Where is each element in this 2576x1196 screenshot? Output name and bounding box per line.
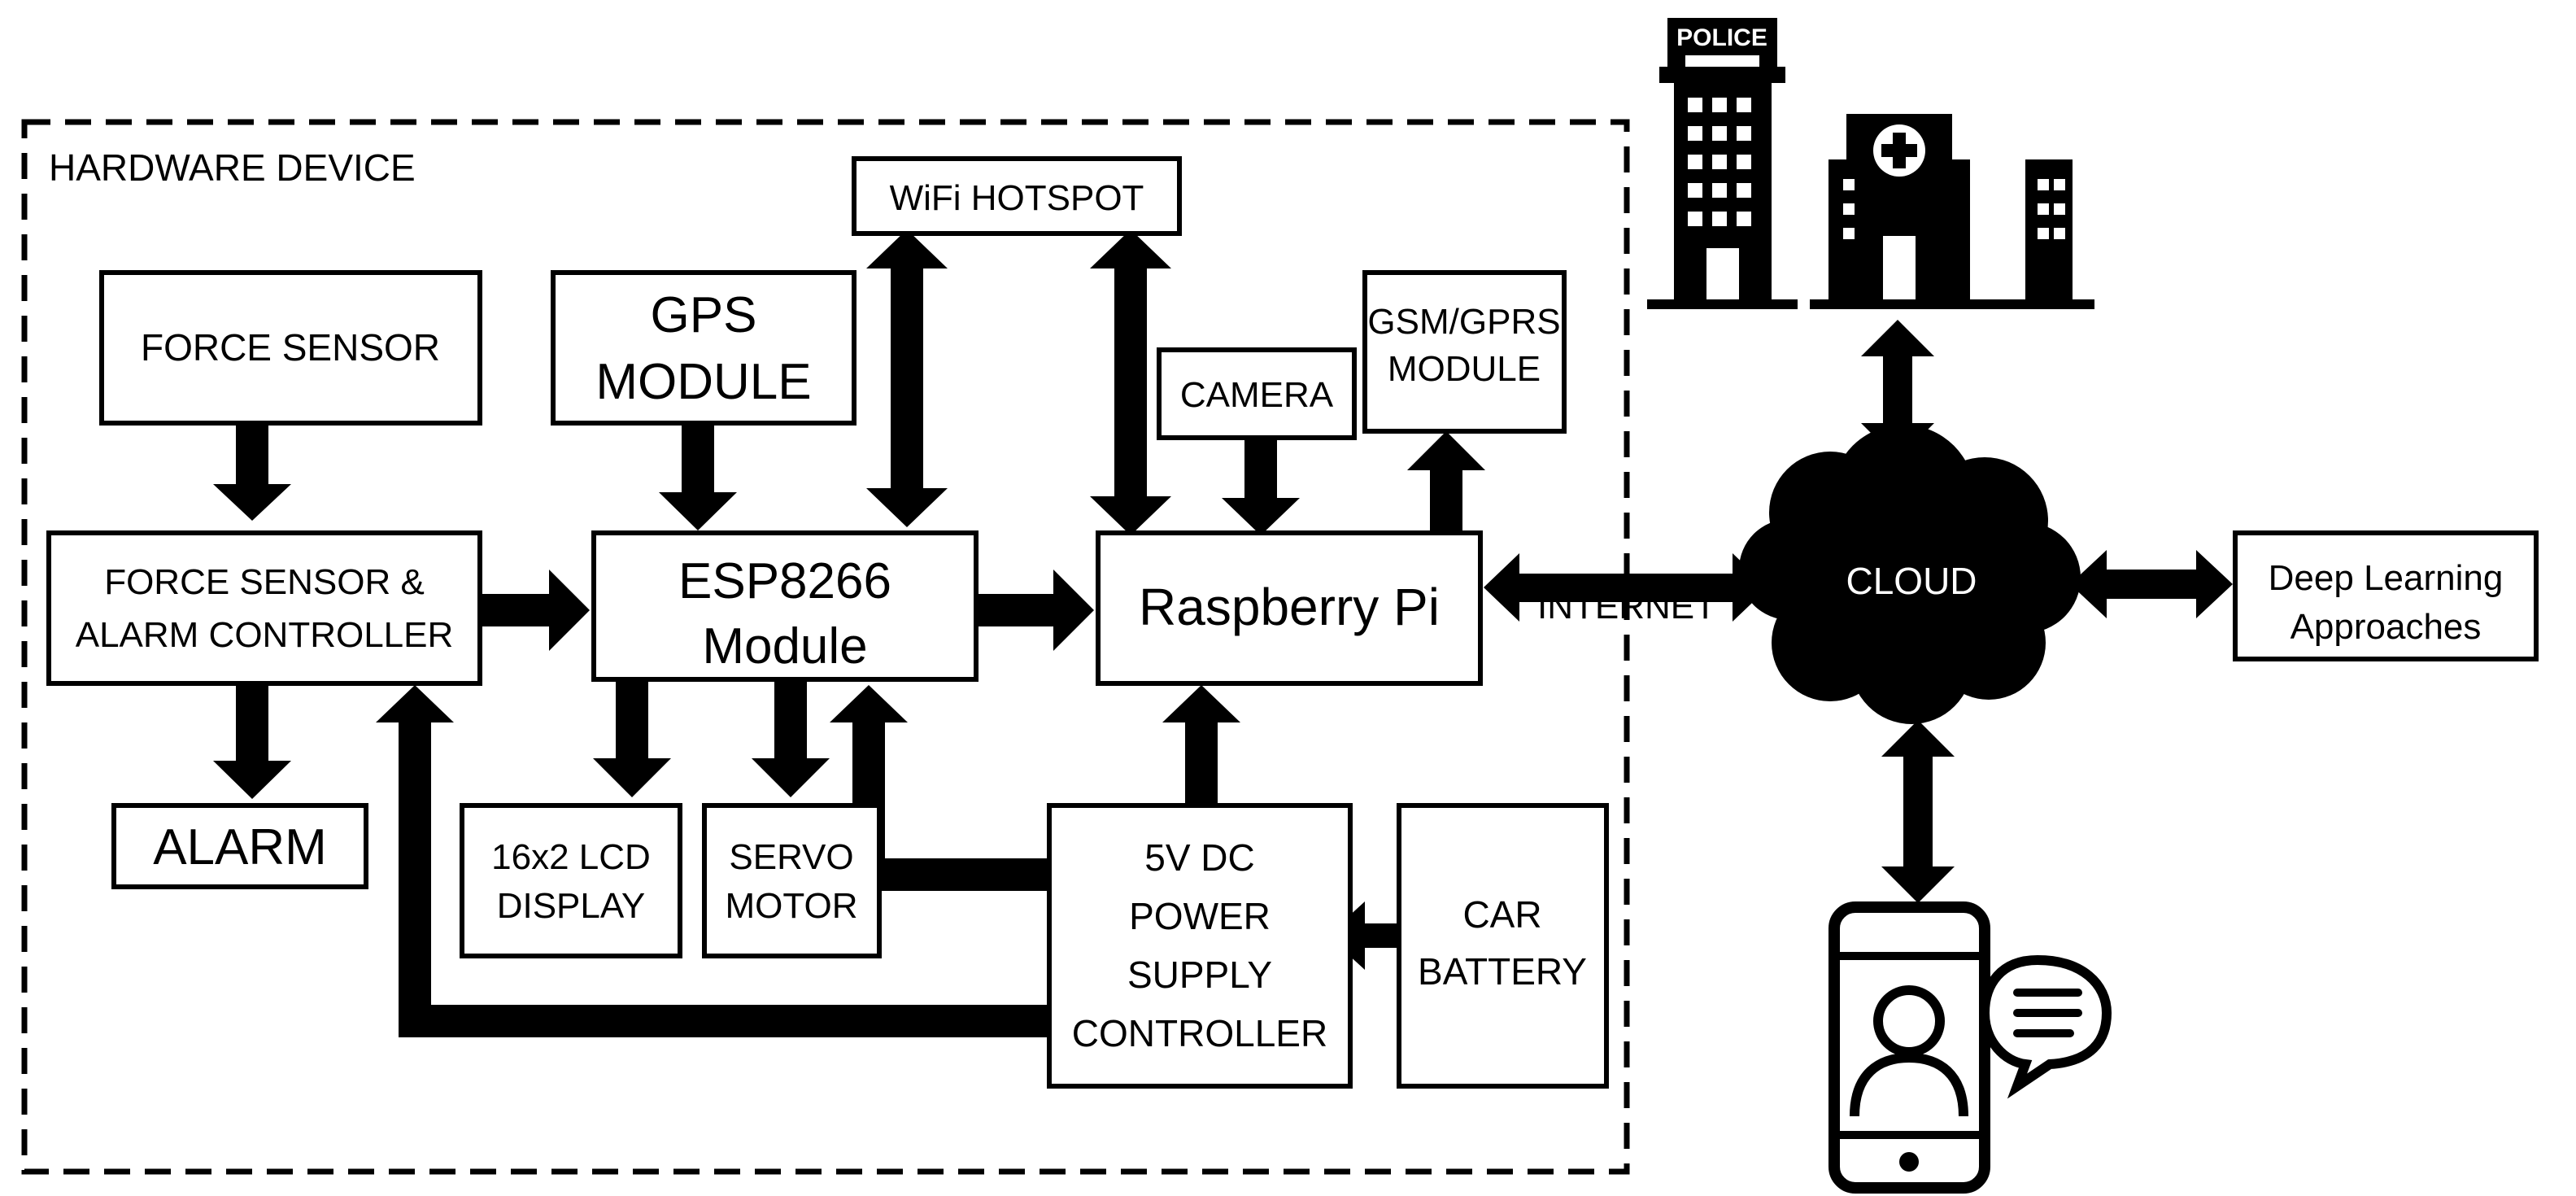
servo-label-line-2: MOTOR <box>726 886 858 926</box>
hardware-device-label: HARDWARE DEVICE <box>49 146 416 189</box>
gsm-label-line-1: GSM/GPRS <box>1367 302 1560 342</box>
servo-label-line-1: SERVO <box>729 837 853 877</box>
hospital-icon <box>1810 114 2094 309</box>
gps-label-line-1: GPS <box>651 287 757 343</box>
battery-label-line-2: BATTERY <box>1418 950 1587 993</box>
car-battery-block: CAR BATTERY <box>1397 803 1609 1089</box>
esp8266-block: ESP8266 Module <box>591 530 979 682</box>
controller-label-line-1: FORCE SENSOR & <box>104 562 425 602</box>
arrow-controller-to-alarm <box>213 682 291 799</box>
police-sign-label: POLICE <box>1676 24 1767 51</box>
chat-bubble-icon <box>1979 954 2112 1099</box>
arrow-cloud-deep-learning <box>2070 550 2233 618</box>
alarm-block: ALARM <box>111 803 368 889</box>
deep-learning-block: Deep Learning Approaches <box>2233 530 2539 661</box>
user-silhouette-icon <box>1850 985 1968 1117</box>
gps-module-block: GPS MODULE <box>551 270 856 426</box>
arrow-cloud-phone <box>1881 720 1955 903</box>
arrow-wifi-raspberry <box>1090 229 1171 535</box>
arrow-esp8266-to-lcd <box>593 679 671 797</box>
power-label-line-4: CONTROLLER <box>1072 1012 1327 1054</box>
arrow-power-to-esp8266 <box>830 685 1049 891</box>
hardware-device-boundary <box>21 119 1630 1175</box>
esp8266-label-line-2: Module <box>702 618 867 674</box>
wifi-hotspot-label: WiFi HOTSPOT <box>890 178 1144 218</box>
raspberry-pi-block: Raspberry Pi <box>1096 530 1483 686</box>
power-supply-block: 5V DC POWER SUPPLY CONTROLLER <box>1047 803 1353 1089</box>
camera-block: CAMERA <box>1157 347 1357 440</box>
arrow-esp8266-to-servo <box>752 679 830 797</box>
wifi-hotspot-block: WiFi HOTSPOT <box>852 156 1182 236</box>
servo-motor-block: SERVO MOTOR <box>702 803 882 958</box>
esp8266-label-line-1: ESP8266 <box>678 553 891 609</box>
arrow-force-sensor-to-controller <box>213 421 291 521</box>
gps-label-line-2: MODULE <box>595 354 811 410</box>
battery-label-line-1: CAR <box>1462 893 1541 936</box>
deep-learning-label-line-1: Deep Learning <box>2269 558 2504 598</box>
force-sensor-label: FORCE SENSOR <box>141 326 440 369</box>
arrow-camera-to-raspberry <box>1222 438 1300 535</box>
arrow-hospital-cloud <box>1861 320 1934 460</box>
arrow-battery-to-power <box>1327 901 1399 970</box>
arrow-raspberry-to-gsm <box>1407 431 1485 534</box>
arrow-power-to-controller <box>376 685 1049 1037</box>
power-label-line-1: 5V DC <box>1144 836 1254 879</box>
raspberry-pi-label: Raspberry Pi <box>1139 578 1440 636</box>
force-sensor-block: FORCE SENSOR <box>99 270 482 426</box>
arrow-power-to-raspberry <box>1162 685 1240 805</box>
gsm-label-line-2: MODULE <box>1388 349 1541 389</box>
camera-label: CAMERA <box>1180 375 1334 415</box>
alarm-label: ALARM <box>153 819 327 875</box>
power-label-line-3: SUPPLY <box>1127 954 1272 996</box>
lcd-label-line-2: DISPLAY <box>497 886 646 926</box>
arrow-wifi-esp8266 <box>866 229 948 527</box>
force-alarm-controller-block: FORCE SENSOR & ALARM CONTROLLER <box>46 530 482 686</box>
arrow-controller-to-esp8266 <box>480 570 590 651</box>
arrow-gps-to-esp8266 <box>659 421 737 530</box>
deep-learning-label-line-2: Approaches <box>2291 607 2482 647</box>
power-label-line-2: POWER <box>1129 895 1271 937</box>
connectors <box>213 229 2233 1037</box>
police-station-icon: POLICE <box>1647 18 1798 309</box>
cloud-icon: CLOUD <box>1739 425 2081 724</box>
controller-label-line-2: ALARM CONTROLLER <box>76 615 454 655</box>
smartphone-user-icon <box>1828 901 1990 1194</box>
arrow-esp8266-to-raspberry <box>976 570 1094 651</box>
arrow-raspberry-cloud <box>1484 553 1768 622</box>
gsm-gprs-block: GSM/GPRS MODULE <box>1362 270 1567 434</box>
internet-label: INTERNET <box>1537 587 1716 626</box>
cloud-label: CLOUD <box>1846 560 1977 602</box>
lcd-label-line-1: 16x2 LCD <box>491 837 651 877</box>
lcd-display-block: 16x2 LCD DISPLAY <box>460 803 682 958</box>
